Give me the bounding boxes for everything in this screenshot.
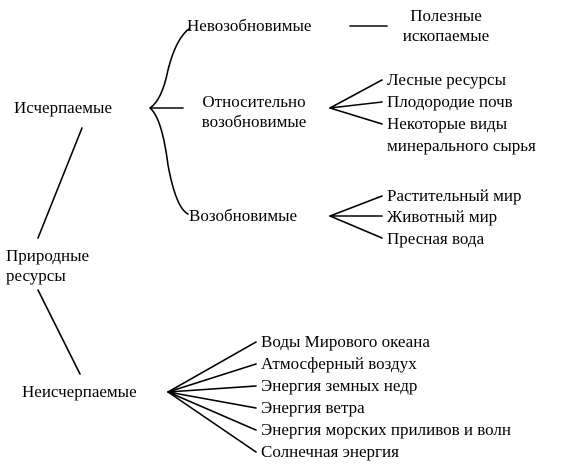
line-inex-tides xyxy=(167,391,257,431)
line-inex-wind xyxy=(167,391,257,409)
line-inex-ocean xyxy=(167,341,257,393)
line-inex-solar xyxy=(167,391,257,453)
line-ren-flora xyxy=(329,195,383,217)
renewable-child-fauna: Животный мир xyxy=(387,207,498,226)
line-inex-earth xyxy=(167,385,257,393)
line-inex-air xyxy=(167,363,257,393)
inexhaustible-child-ocean: Воды Мирового океана xyxy=(261,332,430,351)
line-rel-soil xyxy=(329,101,383,109)
relatively-child-mineral-raw: минерального сырья xyxy=(387,136,536,155)
relatively-renewable-line1: Относительно xyxy=(202,92,306,111)
renewable-child-water: Пресная вода xyxy=(387,229,485,248)
line-rel-minerals xyxy=(329,107,383,125)
line-exh-nonrenewable xyxy=(149,27,191,109)
relatively-child-forest: Лесные ресурсы xyxy=(387,70,506,89)
line-root-exhaustible xyxy=(37,127,83,239)
line-rel-forest xyxy=(329,79,383,109)
line-ren-water xyxy=(329,215,383,239)
relatively-renewable-line2: возобновимые xyxy=(201,112,307,131)
relatively-child-some-types: Некоторые виды xyxy=(387,114,508,133)
renewable-label: Возобновимые xyxy=(189,206,298,225)
inexhaustible-child-earth: Энергия земных недр xyxy=(261,376,418,395)
minerals-label-line2: ископаемые xyxy=(402,26,490,45)
line-exh-renewable xyxy=(149,107,189,215)
exhaustible-label: Исчерпаемые xyxy=(14,98,112,117)
minerals-label-line1: Полезные xyxy=(410,6,482,25)
inexhaustible-child-air: Атмосферный воздух xyxy=(261,354,417,373)
inexhaustible-label: Неисчерпаемые xyxy=(22,382,137,401)
inexhaustible-child-tides: Энергия морских приливов и волн xyxy=(261,420,511,439)
inexhaustible-child-solar: Солнечная энергия xyxy=(261,442,399,461)
root-label-line1: Природные xyxy=(6,246,90,265)
nonrenewable-label: Невозобновимые xyxy=(187,16,312,35)
inexhaustible-child-wind: Энергия ветра xyxy=(261,398,365,417)
line-root-inexhaustible xyxy=(37,289,81,375)
relatively-child-soil: Плодородие почв xyxy=(387,92,513,111)
renewable-child-flora: Растительный мир xyxy=(387,186,522,205)
root-label-line2: ресурсы xyxy=(6,266,66,285)
